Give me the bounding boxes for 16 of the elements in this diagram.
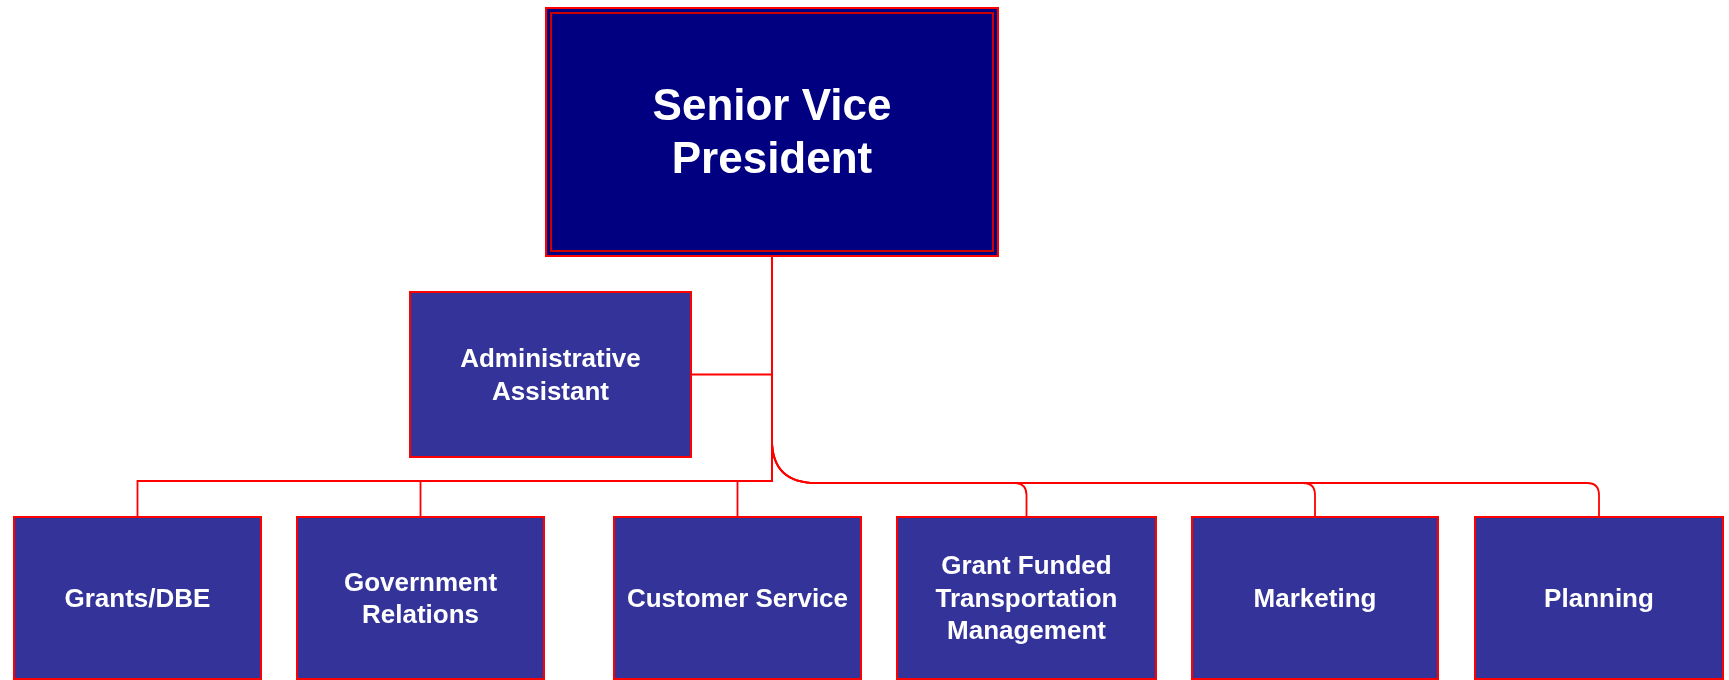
position-title: Grant Funded Transportation Management xyxy=(934,549,1119,647)
position-box xyxy=(13,516,262,680)
position-box xyxy=(409,291,692,458)
position-title: Government Relations xyxy=(342,565,499,631)
position-box xyxy=(1474,516,1724,680)
position-title: Marketing xyxy=(1253,581,1377,615)
position-title: Planning xyxy=(1544,581,1654,615)
executive-box xyxy=(545,7,999,257)
position-title: Customer Service xyxy=(626,581,849,615)
position-title: Grants/DBE xyxy=(64,581,211,615)
position-box xyxy=(296,516,545,680)
position-box xyxy=(896,516,1157,680)
position-box xyxy=(1191,516,1439,680)
position-box xyxy=(613,516,862,680)
position-title: Administrative Assistant xyxy=(459,342,642,407)
position-title: Senior Vice President xyxy=(651,79,893,184)
